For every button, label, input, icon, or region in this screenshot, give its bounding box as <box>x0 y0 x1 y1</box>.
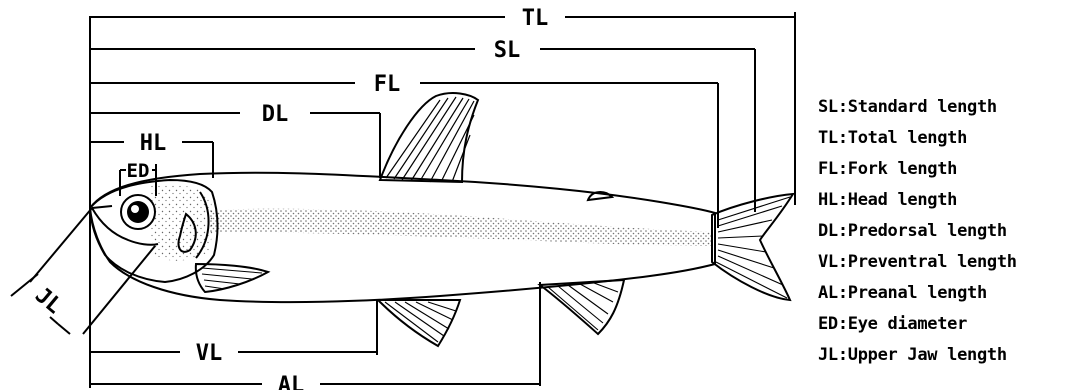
legend-item-tl: TL:Total length <box>818 123 1083 154</box>
anal-fin <box>540 280 624 334</box>
legend-item-fl: FL:Fork length <box>818 154 1083 185</box>
fish-eye <box>121 195 155 229</box>
legend-item-hl: HL:Head length <box>818 185 1083 216</box>
pelvic-fin <box>378 300 460 346</box>
label-vl: VL <box>196 341 223 366</box>
legend-item-sl: SL:Standard length <box>818 92 1083 123</box>
label-fl: FL <box>374 72 401 97</box>
legend-item-ed: ED:Eye diameter <box>818 309 1083 340</box>
label-dl: DL <box>262 102 289 127</box>
measurement-labels: TL SL FL DL HL ED JL VL AL <box>30 6 548 390</box>
label-ed: ED <box>127 160 150 182</box>
label-tl: TL <box>522 6 549 31</box>
legend-item-jl: JL:Upper Jaw length <box>818 340 1083 371</box>
legend: SL:Standard length TL:Total length FL:Fo… <box>818 92 1083 371</box>
label-jl: JL <box>30 283 66 319</box>
legend-item-vl: VL:Preventral length <box>818 247 1083 278</box>
legend-item-al: AL:Preanal length <box>818 278 1083 309</box>
fish-illustration <box>90 93 793 346</box>
label-sl: SL <box>494 38 521 63</box>
label-hl: HL <box>140 131 167 156</box>
legend-item-dl: DL:Predorsal length <box>818 216 1083 247</box>
label-al: AL <box>278 373 305 390</box>
